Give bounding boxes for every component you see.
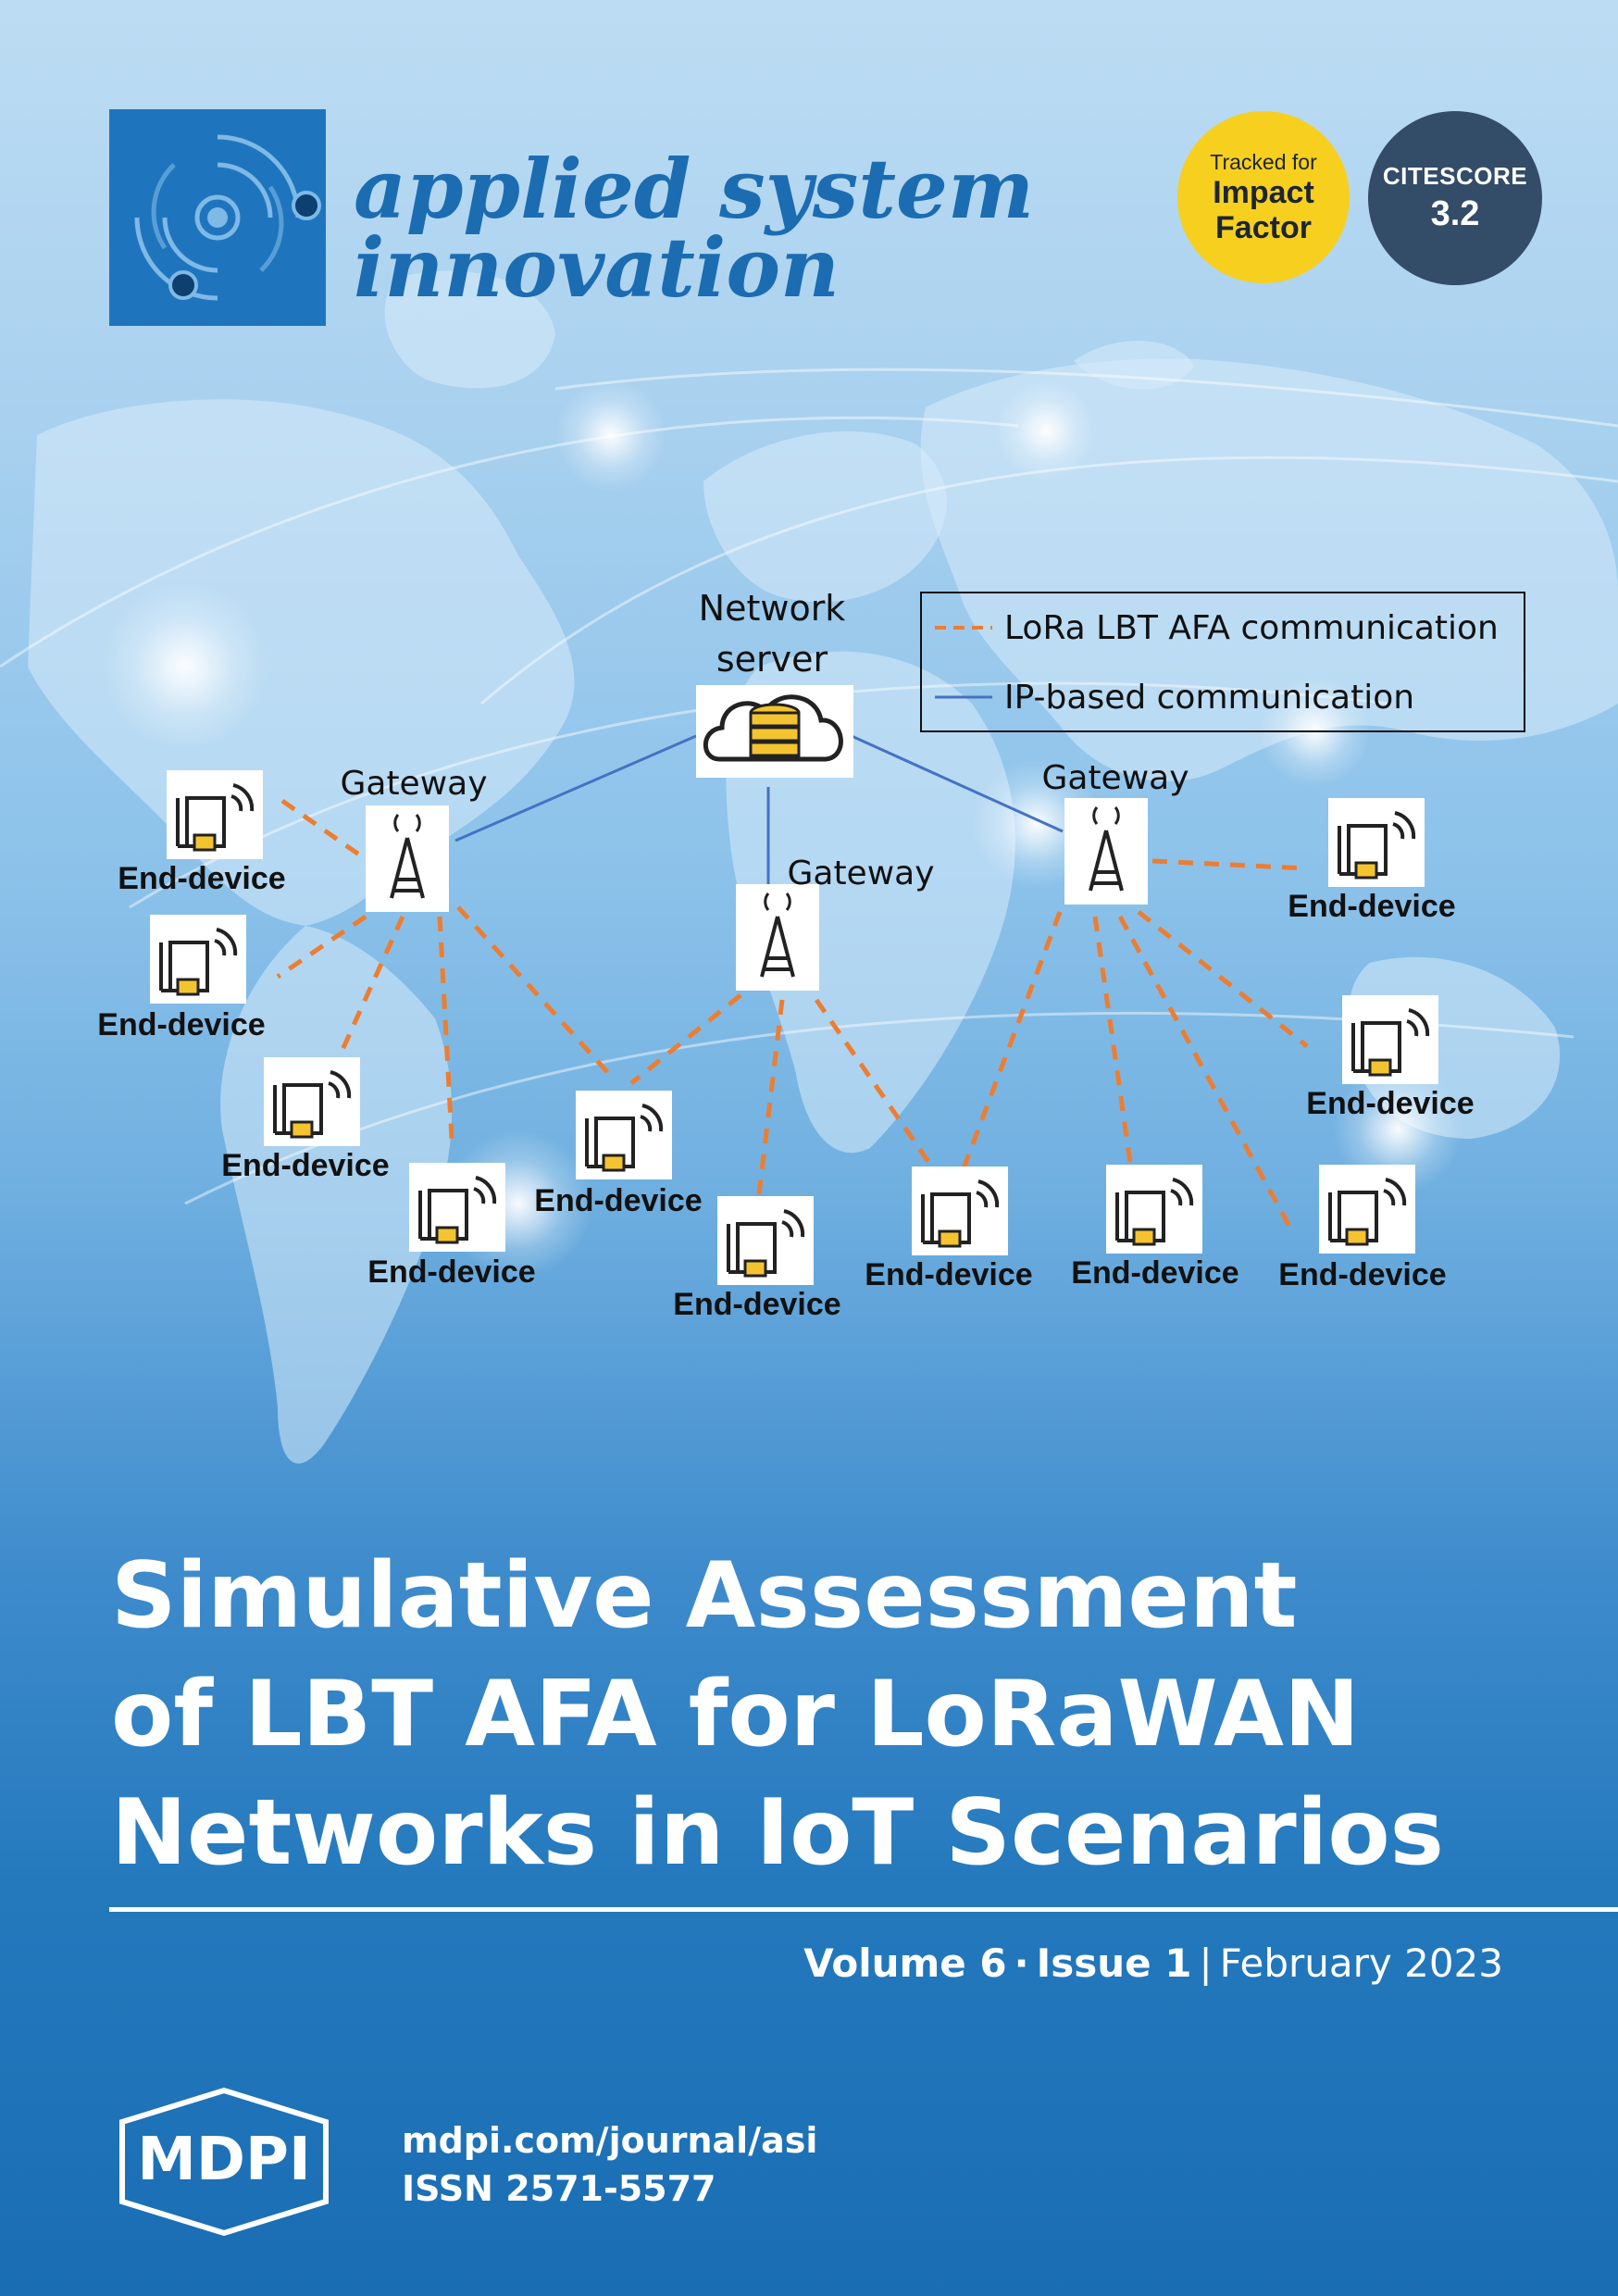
mdpi-logo-text: MDPI <box>137 2126 311 2194</box>
end-device-label: End-device <box>221 1148 389 1183</box>
end-device-label: End-device <box>673 1287 840 1322</box>
end-device-icon <box>717 1196 814 1285</box>
end-device-label: End-device <box>534 1183 702 1218</box>
end-device-icon <box>150 915 246 1004</box>
gateway-icon <box>1064 798 1148 905</box>
issn: ISSN 2571-5577 <box>402 2168 716 2209</box>
journal-title-line1: applied system <box>354 141 1035 237</box>
diagram-legend: LoRa LBT AFA communication IP-based comm… <box>920 592 1525 732</box>
end-device-label: End-device <box>367 1254 535 1290</box>
ip-links <box>454 734 1064 887</box>
end-device-icon <box>409 1163 505 1252</box>
gateway-label: Gateway <box>340 765 487 803</box>
lora-links <box>276 798 1309 1233</box>
date-separator: | <box>1199 1940 1213 1986</box>
citescore-label: CITESCORE <box>1382 162 1528 190</box>
citescore-value: 3.2 <box>1430 194 1480 233</box>
network-server-label: server <box>716 639 828 680</box>
end-device-icon <box>167 770 263 859</box>
end-device-label: End-device <box>1288 889 1455 924</box>
end-device-label: End-device <box>865 1257 1032 1292</box>
gateway-icon <box>366 805 449 912</box>
legend-lora-label: LoRa LBT AFA communication <box>1004 609 1499 647</box>
article-title-line: Simulative Assessment <box>111 1543 1298 1649</box>
volume-label: Volume 6 <box>803 1940 1007 1986</box>
end-device-icon <box>912 1167 1008 1255</box>
network-server-label: Network <box>699 588 846 629</box>
gateway-label: Gateway <box>1041 759 1189 797</box>
end-device-icon <box>1342 995 1438 1084</box>
journal-url[interactable]: mdpi.com/journal/asi <box>402 2120 818 2161</box>
end-device-icon <box>1319 1165 1415 1254</box>
end-device-label: End-device <box>1306 1086 1474 1121</box>
citescore-badge: CITESCORE 3.2 <box>1368 111 1542 285</box>
issue-label: Issue 1 <box>1036 1940 1192 1986</box>
orbit-logo-icon <box>134 134 321 301</box>
end-device-label: End-device <box>1071 1255 1238 1291</box>
mdpi-logo: MDPI <box>119 2087 329 2237</box>
article-title-line: of LBT AFA for LoRaWAN <box>111 1662 1361 1767</box>
gateway-label: Gateway <box>787 855 934 892</box>
end-device-label: End-device <box>1278 1257 1446 1292</box>
end-device-icon <box>576 1091 672 1179</box>
end-device-label: End-device <box>118 861 285 896</box>
impact-factor-badge: Tracked for Impact Factor <box>1177 111 1350 283</box>
impact-badge-line1: Tracked for <box>1210 150 1317 174</box>
end-device-icon <box>1328 798 1425 887</box>
impact-badge-line2: Impact <box>1213 175 1314 210</box>
legend-ip-label: IP-based communication <box>1004 679 1414 717</box>
article-title: Simulative Assessment of LBT AFA for LoR… <box>111 1537 1592 1892</box>
end-device-icon <box>264 1057 360 1146</box>
issue-info: Volume 6·Issue 1|February 2023 <box>803 1940 1503 1986</box>
end-device-label: End-device <box>97 1007 265 1042</box>
article-title-line: Networks in IoT Scenarios <box>111 1780 1444 1886</box>
impact-badge-line3: Factor <box>1215 210 1312 245</box>
end-device-icon <box>1106 1165 1202 1254</box>
issue-date: February 2023 <box>1219 1940 1503 1986</box>
journal-logo <box>109 109 326 326</box>
title-divider <box>109 1907 1618 1912</box>
network-server-icon <box>696 685 853 778</box>
journal-title-line2: innovation <box>354 219 840 316</box>
gateway-icon <box>736 884 819 991</box>
issue-separator: · <box>1014 1940 1029 1986</box>
